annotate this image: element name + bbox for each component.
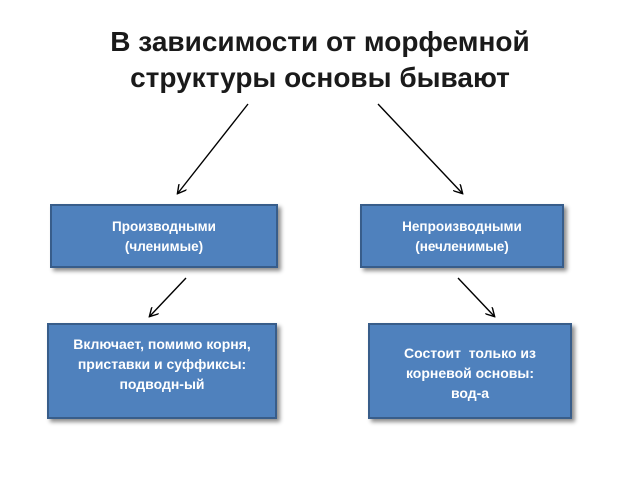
consists-example: вод-а bbox=[450, 385, 490, 401]
title-line-1: В зависимости от морфемной bbox=[110, 26, 530, 57]
arrow-title-to-derivative bbox=[178, 103, 249, 193]
derivative-sublabel: (членимые) bbox=[124, 239, 204, 254]
nonderivative-box: Непроизводными (нечленимые) bbox=[360, 204, 564, 268]
nonderivative-sublabel: (нечленимые) bbox=[415, 239, 509, 254]
derivative-box: Производными (членимые) bbox=[50, 204, 278, 268]
includes-box: Включает, помимо корня, приставки и суфф… bbox=[47, 323, 277, 419]
includes-line-2: приставки и суффиксы: bbox=[77, 356, 247, 372]
arrow-nonderivative-to-consists bbox=[457, 277, 494, 316]
arrow-derivative-to-includes bbox=[150, 277, 187, 316]
diagram-title: В зависимости от морфемной структуры осн… bbox=[0, 24, 640, 96]
arrow-title-to-nonderivative bbox=[377, 103, 462, 193]
includes-line-1: Включает, помимо корня, bbox=[73, 336, 251, 352]
consists-line-2: корневой основы: bbox=[405, 365, 535, 381]
nonderivative-label: Непроизводными bbox=[402, 219, 522, 234]
derivative-label: Производными bbox=[112, 219, 216, 234]
consists-line-1: Состоит только из bbox=[404, 345, 536, 361]
includes-example: подводн-ый bbox=[119, 376, 205, 392]
consists-box: Состоит только из корневой основы: вод-а bbox=[368, 323, 572, 419]
title-line-2: структуры основы бывают bbox=[130, 62, 510, 93]
